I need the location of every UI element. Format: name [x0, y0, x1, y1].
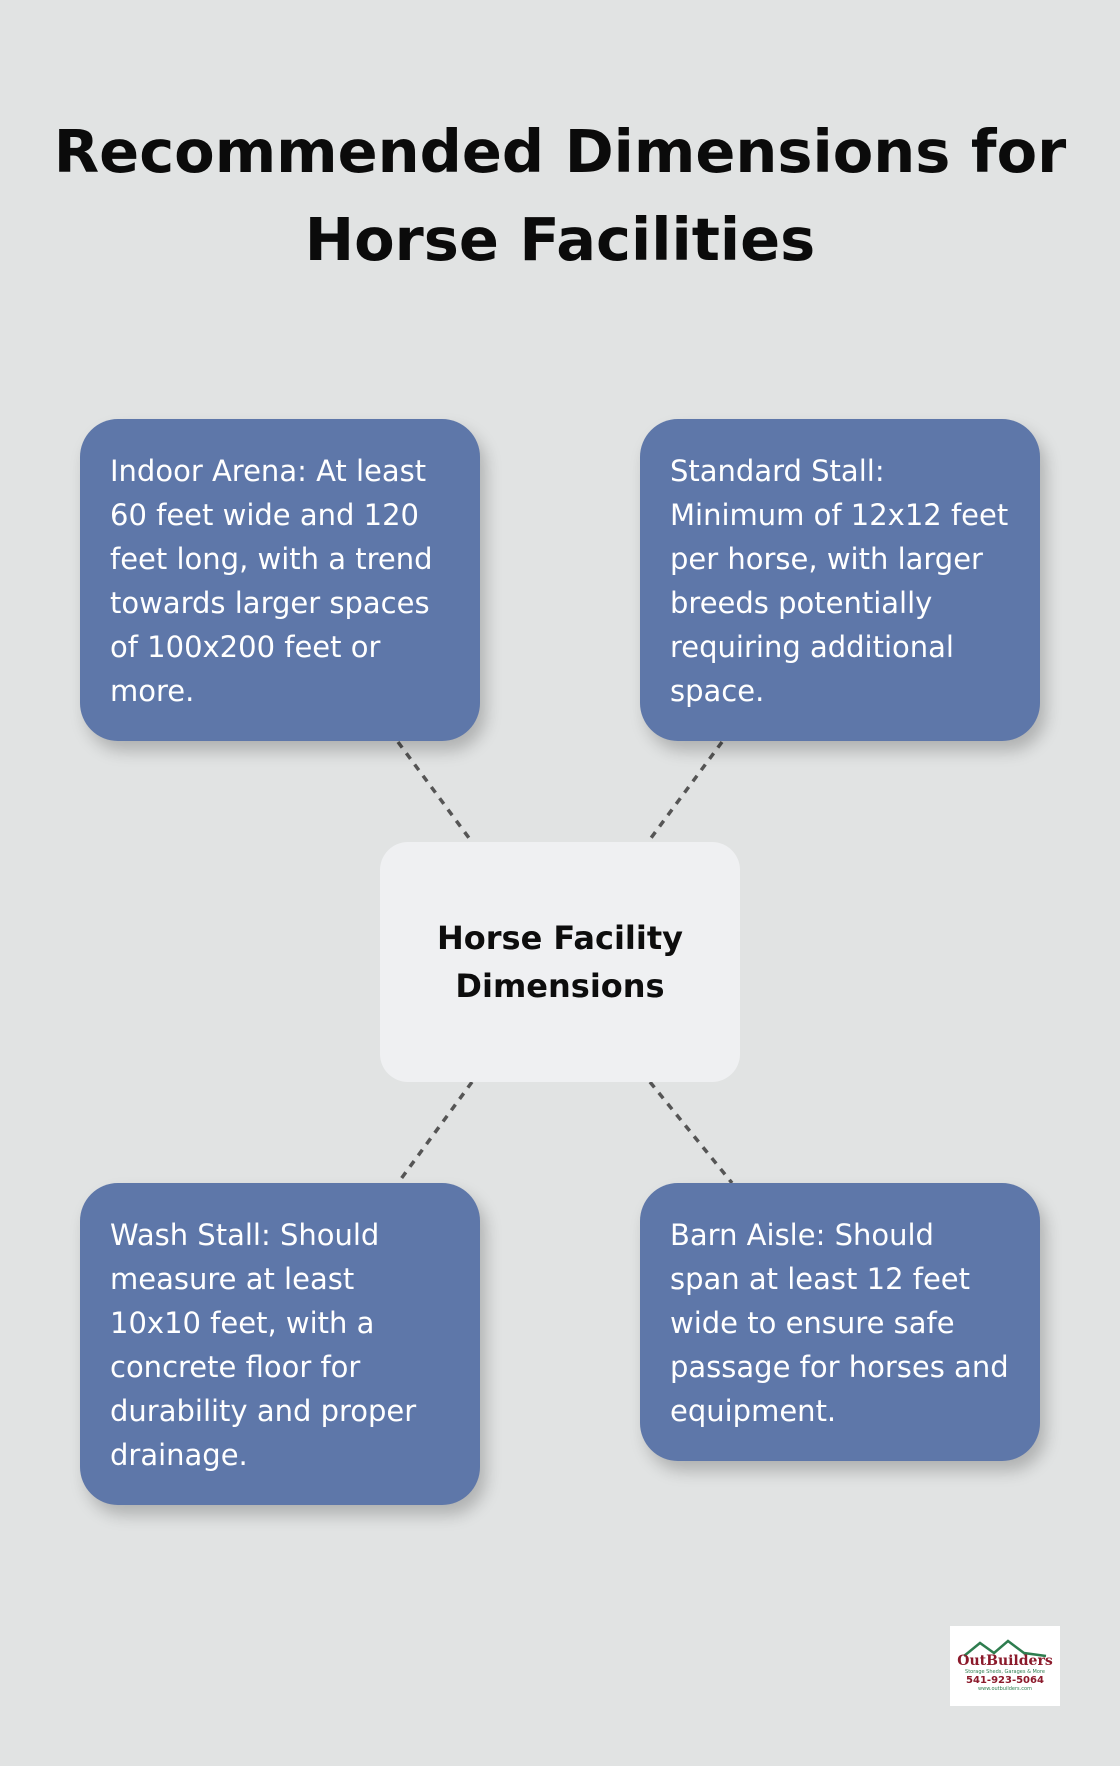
logo-brand-text: OutBuilders — [957, 1653, 1053, 1669]
wash-stall-card: Wash Stall: Should measure at least 10x1… — [80, 1183, 480, 1505]
connector-wash-stall — [396, 1080, 474, 1185]
connector-standard-stall — [646, 740, 724, 844]
svg-text:www.outbuilders.com: www.outbuilders.com — [978, 1686, 1032, 1692]
page-title: Recommended Dimensions for Horse Facilit… — [53, 117, 1067, 274]
svg-text:541-923-5064: 541-923-5064 — [966, 1675, 1044, 1686]
connector-barn-aisle — [648, 1080, 734, 1185]
svg-text:Storage Sheds, Garages & More: Storage Sheds, Garages & More — [965, 1669, 1045, 1675]
center-topic-box: Horse Facility Dimensions — [380, 842, 740, 1082]
standard-stall-card: Standard Stall: Minimum of 12x12 feet pe… — [640, 419, 1040, 741]
center-topic-label: Horse Facility Dimensions — [436, 919, 684, 1005]
connector-indoor-arena — [396, 740, 474, 844]
outbuilders-logo: OutBuilders Storage Sheds, Garages & Mor… — [950, 1626, 1060, 1706]
barn-aisle-card: Barn Aisle: Should span at least 12 feet… — [640, 1183, 1040, 1461]
indoor-arena-card: Indoor Arena: At least 60 feet wide and … — [80, 419, 480, 741]
